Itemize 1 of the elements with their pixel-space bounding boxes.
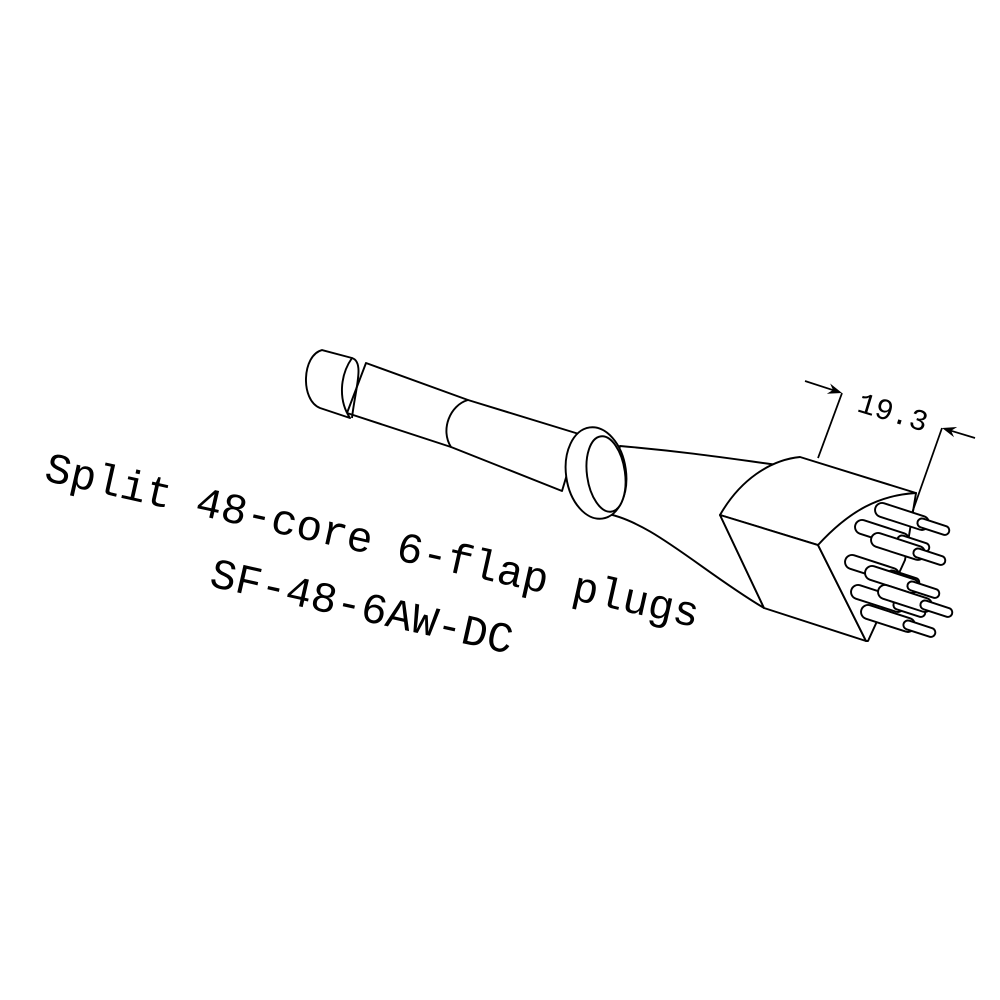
dimension-value: 19.3: [858, 394, 927, 430]
